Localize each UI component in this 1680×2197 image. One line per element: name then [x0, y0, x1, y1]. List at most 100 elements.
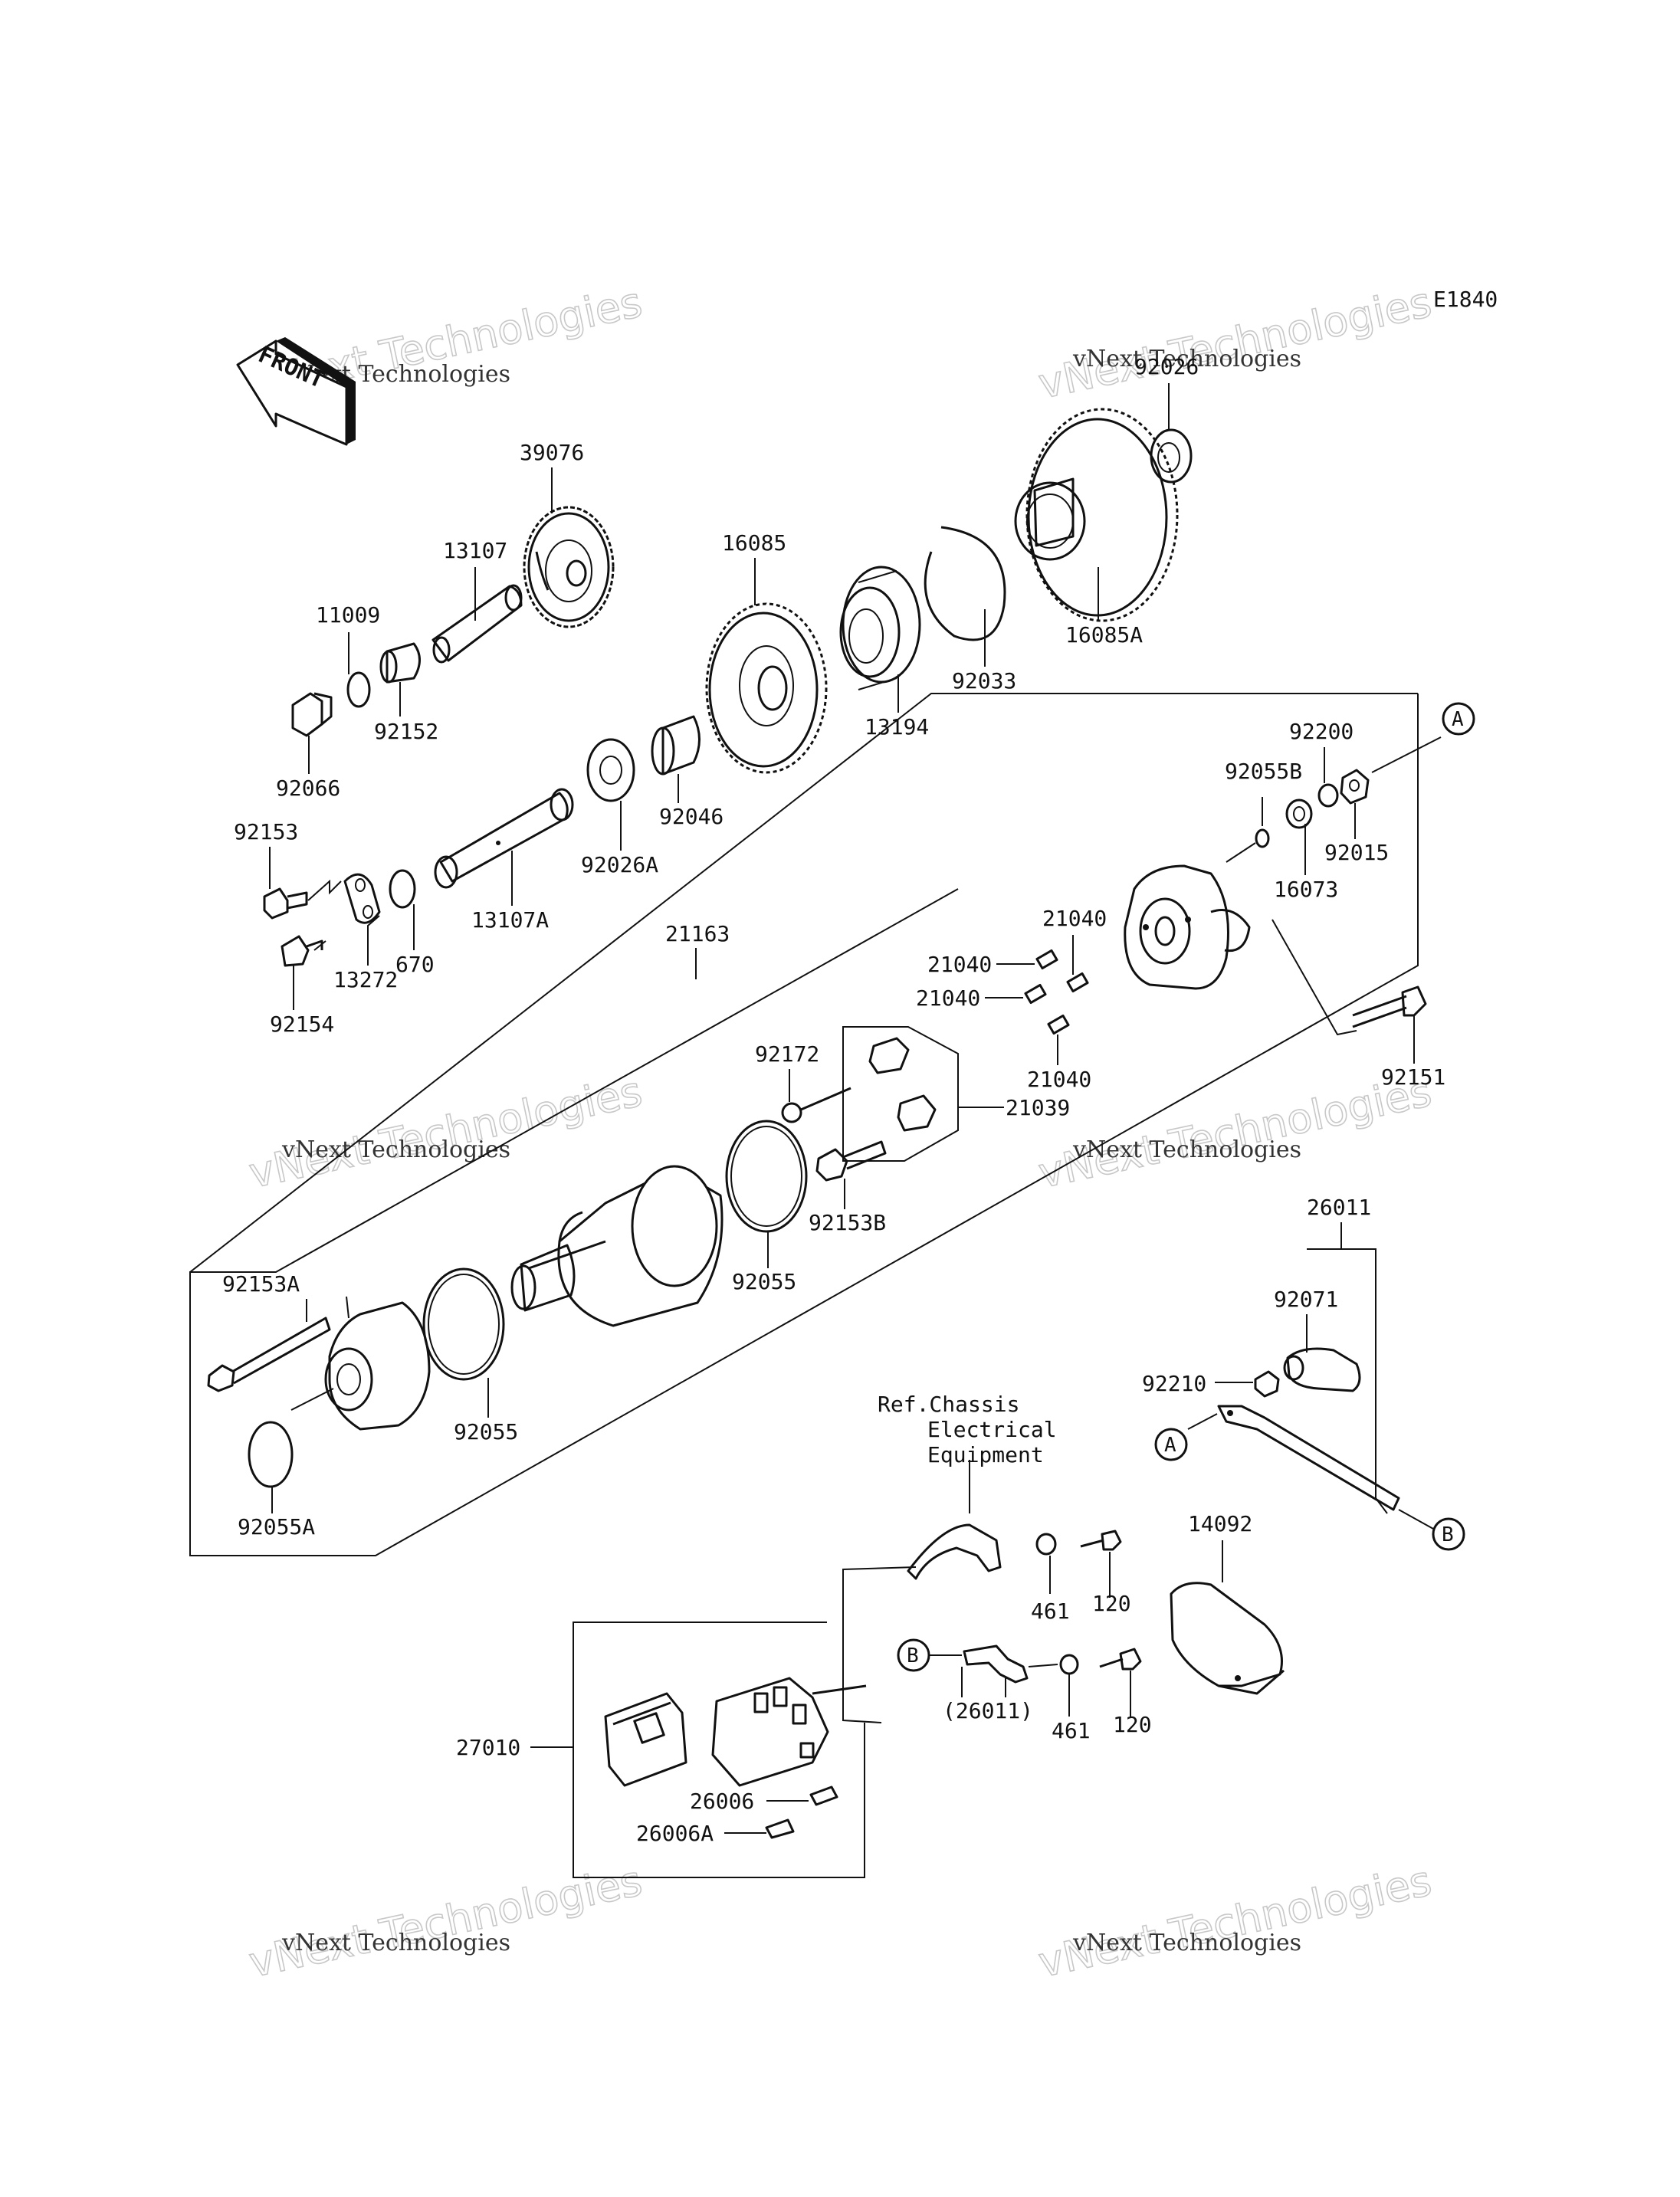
- gear-39076-icon: [523, 506, 615, 628]
- part-label: 21040: [916, 985, 980, 1011]
- part-label: 120: [1092, 1591, 1131, 1616]
- callout-b-circle: [1432, 1517, 1465, 1551]
- washer-11009-icon: [346, 671, 371, 708]
- part-label: 92151: [1381, 1064, 1445, 1090]
- fuse-26006-icon: [809, 1785, 838, 1806]
- rear-cover-icon: [1124, 864, 1251, 990]
- cap-92071-icon: [1283, 1347, 1361, 1392]
- part-label: 92026: [1134, 354, 1199, 379]
- bolt-120-icon: [1080, 1530, 1122, 1551]
- part-label: 92071: [1274, 1287, 1338, 1312]
- part-label: 26006A: [636, 1821, 714, 1846]
- part-label: 92055A: [238, 1514, 315, 1540]
- washer-92026-icon: [1150, 428, 1193, 484]
- part-label: 21039: [1006, 1095, 1070, 1120]
- part-label: 11009: [316, 602, 380, 628]
- starter-assembly-outline: [189, 693, 1419, 1556]
- part-label: 92015: [1324, 840, 1389, 865]
- brush-21040-icon: [1024, 949, 1089, 1035]
- cable-end-icon: [963, 1644, 1029, 1684]
- bolt-92153-icon: [263, 887, 308, 920]
- bushing-92152-icon: [379, 642, 421, 684]
- part-label: 92026A: [581, 852, 658, 877]
- callout-a-circle: [1442, 702, 1475, 736]
- bolt-92153b-icon: [815, 1140, 887, 1182]
- cover-14092-icon: [1170, 1582, 1285, 1695]
- cable-26011-icon: [1217, 1405, 1400, 1511]
- o-ring-92055b-icon: [1255, 828, 1270, 848]
- bearing-92046-icon: [651, 715, 701, 776]
- part-label: 92210: [1142, 1371, 1206, 1396]
- watermark-text: vNext Technologies: [1072, 346, 1301, 372]
- washer-92026a-icon: [586, 738, 635, 802]
- part-label: 16073: [1274, 877, 1338, 902]
- figure-id: E1840: [1433, 287, 1498, 312]
- part-label: 13107A: [471, 907, 549, 933]
- part-label: 27010: [456, 1735, 520, 1760]
- callout-a-circle: [1154, 1428, 1188, 1461]
- part-label: 670: [395, 952, 435, 977]
- bolt-92151-icon: [1352, 985, 1427, 1028]
- part-label: 92055: [732, 1269, 796, 1294]
- watermark-text: vNext Technologies: [1035, 278, 1436, 408]
- part-label: 92046: [659, 804, 724, 829]
- part-label: 16085: [722, 530, 786, 556]
- part-label: 92172: [755, 1041, 819, 1067]
- bolt-92153a-icon: [207, 1317, 331, 1392]
- part-label: 92033: [952, 668, 1016, 694]
- watermark-text: vNext Technologies: [1072, 1930, 1301, 1956]
- clutch-13194-icon: [839, 566, 921, 690]
- bolt-92154-icon: [281, 935, 323, 967]
- fuse-26006a-icon: [765, 1818, 795, 1839]
- part-label: 13272: [333, 967, 398, 992]
- o-ring-670-icon: [389, 869, 416, 909]
- part-label: 21040: [927, 952, 992, 977]
- gear-16085-icon: [705, 602, 828, 774]
- callout-a-label: A: [1164, 1434, 1176, 1457]
- part-label: 39076: [520, 440, 584, 465]
- bolt-92066-icon: [291, 692, 333, 737]
- part-labels: 39076 13107 11009 92066 92152 16085 1319…: [222, 354, 1445, 1846]
- relay-27010-icon: [604, 1677, 867, 1787]
- washer-461-icon: [1035, 1533, 1057, 1556]
- part-label: 92055B: [1225, 759, 1302, 784]
- part-label: 92066: [276, 776, 340, 801]
- o-ring-92055a-icon: [248, 1421, 294, 1488]
- watermark-text: vNext Technologies: [245, 1067, 647, 1198]
- screw-92172-icon: [781, 1087, 851, 1123]
- part-label: 21040: [1027, 1067, 1091, 1092]
- shaft-13107a-icon: [434, 788, 574, 889]
- watermark-group: vNext Technologies vNext Technologies vN…: [244, 277, 1436, 1988]
- washer-461-lower-icon: [1059, 1654, 1079, 1675]
- shaft-13107-icon: [431, 584, 523, 664]
- washer-92200-icon: [1317, 783, 1339, 808]
- callout-a-label: A: [1452, 708, 1464, 731]
- part-label: 92152: [374, 719, 438, 744]
- watermark-text: vNext Technologies: [1035, 1857, 1436, 1987]
- part-label: 461: [1031, 1599, 1070, 1624]
- part-label: 16085A: [1065, 622, 1143, 648]
- nut-92015-icon: [1340, 769, 1370, 805]
- ref-note-line3: Equipment: [927, 1442, 1044, 1467]
- o-ring-92055-icon: [725, 1120, 808, 1233]
- part-label: (26011): [943, 1698, 1033, 1723]
- part-label: 14092: [1188, 1511, 1252, 1536]
- part-label: 461: [1052, 1718, 1091, 1743]
- circlip-92033-icon: [924, 526, 1006, 641]
- part-label: 92153: [234, 819, 298, 844]
- bracket-icon: [907, 1523, 1002, 1580]
- part-label: 21040: [1042, 906, 1107, 931]
- callout-b-label: B: [1442, 1523, 1454, 1546]
- part-label: 120: [1113, 1712, 1152, 1737]
- callout-b-label: B: [907, 1644, 919, 1667]
- part-label: 92153B: [809, 1210, 886, 1235]
- motor-housing-icon: [510, 1165, 724, 1327]
- front-cover-icon: [324, 1296, 431, 1431]
- watermark-text: vNext Technologies: [1072, 1136, 1301, 1163]
- part-label: 26006: [690, 1789, 754, 1814]
- watermark-text: vNext Technologies: [281, 1930, 510, 1956]
- nut-92210-icon: [1254, 1370, 1280, 1398]
- part-label: 92153A: [222, 1271, 300, 1297]
- part-label: 26011: [1307, 1195, 1371, 1220]
